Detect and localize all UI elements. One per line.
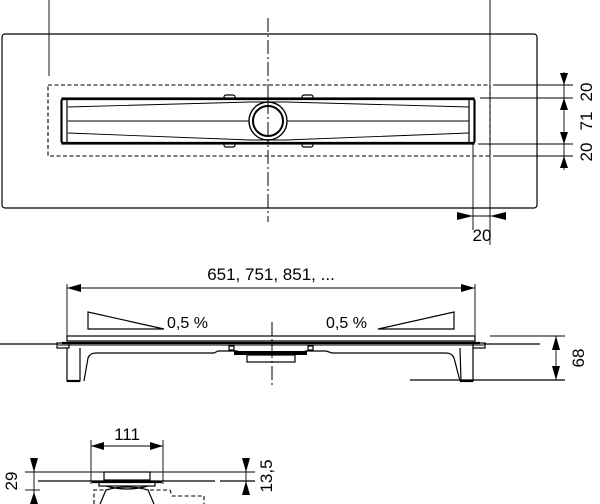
slope-triangle-left	[87, 311, 165, 330]
mounting-clip	[223, 94, 236, 100]
channel-rim	[98, 481, 156, 487]
arrow-up-icon	[560, 98, 568, 110]
channel-walls	[99, 486, 155, 504]
slope-label-right: 0,5 %	[326, 315, 367, 332]
installation-area-outline	[47, 84, 491, 157]
section-view: 111 29 13,5	[2, 425, 276, 504]
clip	[228, 345, 235, 351]
drain-outlet-body	[246, 354, 296, 363]
drain-outlet-flange	[234, 351, 307, 355]
width-label: 111	[114, 425, 140, 444]
dim-label-offset: 20	[473, 226, 492, 245]
arrow-down-icon	[560, 132, 568, 144]
arrow-up-icon	[30, 492, 38, 504]
arrow-left-icon	[91, 442, 104, 450]
channel-curve	[105, 485, 149, 490]
slope-label-left: 0,5 %	[167, 315, 208, 332]
support-foot-left	[66, 348, 81, 382]
side-view: 651, 751, 851, ... 0,5 % 0,5 %	[0, 265, 588, 385]
right-height-label: 13,5	[257, 459, 276, 492]
grate-top	[66, 335, 476, 342]
channel-profile-left	[83, 350, 238, 382]
arrow-up-icon	[242, 481, 250, 495]
arrow-down-icon	[30, 458, 38, 472]
arrow-down-icon	[552, 366, 560, 380]
outlet-hidden-left	[93, 489, 104, 504]
mounting-clip	[301, 94, 314, 100]
mounting-clip	[301, 142, 314, 148]
arrow-right-icon	[457, 212, 473, 220]
end-cap-left	[60, 98, 68, 144]
height-label: 68	[569, 349, 588, 368]
floor-slab-outline	[1, 33, 538, 209]
arrow-left-icon	[490, 212, 506, 220]
flange-end-right	[472, 342, 486, 349]
slope-triangle-right	[377, 311, 455, 330]
support-foot-right	[459, 347, 474, 382]
arrow-down-icon	[242, 458, 250, 472]
dim-label-middle: 71	[577, 112, 596, 131]
grate-section	[103, 471, 151, 481]
arrow-up-icon	[552, 336, 560, 350]
clip	[307, 345, 314, 351]
left-height-label: 29	[2, 472, 21, 491]
arrow-down-icon	[560, 73, 568, 85]
arrow-up-icon	[560, 156, 568, 168]
channel-profile-right	[305, 350, 461, 382]
dim-label-bottom: 20	[577, 143, 596, 162]
top-view: 20 71 20 20	[1, 0, 596, 245]
mounting-clip	[223, 142, 236, 148]
length-label: 651, 751, 851, ...	[207, 265, 335, 284]
arrow-right-icon	[150, 442, 163, 450]
arrow-left-icon	[67, 284, 81, 292]
flange-end-left	[56, 342, 70, 349]
dim-label-top: 20	[577, 83, 596, 102]
outlet-hidden-right	[150, 489, 205, 504]
arrow-right-icon	[461, 284, 475, 292]
